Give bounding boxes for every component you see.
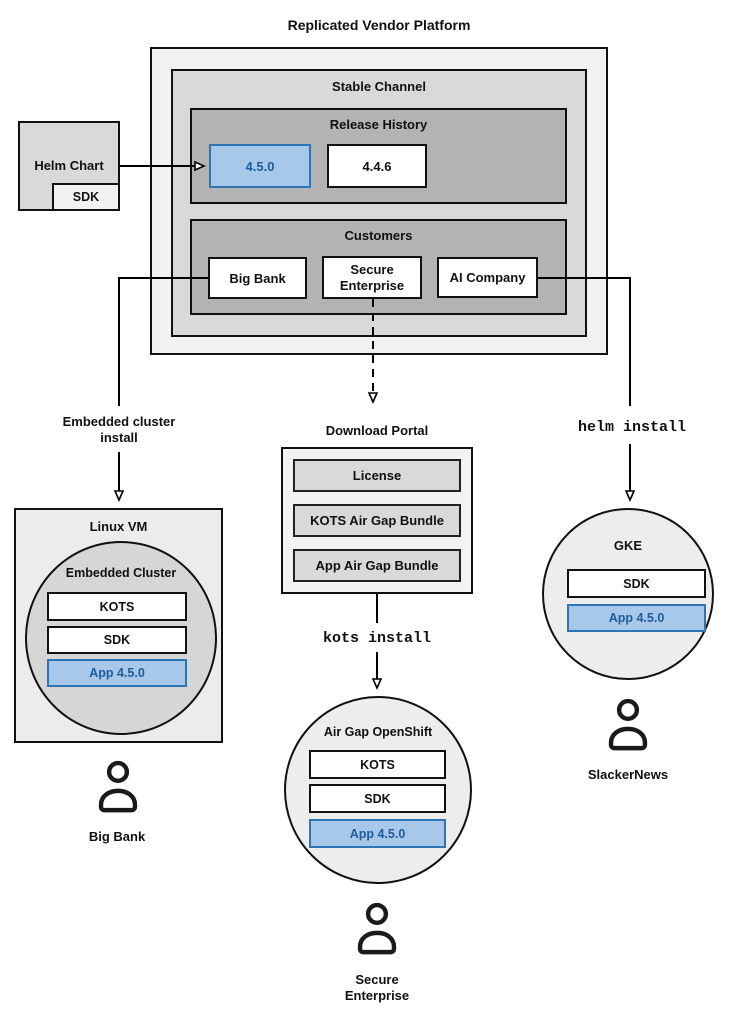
openshift-sdk-box: SDK xyxy=(309,784,446,813)
big-bank-user-label: Big Bank xyxy=(88,829,146,844)
secure-enterprise-user-icon xyxy=(357,902,397,955)
customer-big-bank: Big Bank xyxy=(208,257,307,299)
slackernews-user-label: SlackerNews xyxy=(587,767,669,782)
customer-secure-enterprise: Secure Enterprise xyxy=(322,256,422,299)
airgap-openshift-label: Air Gap OpenShift xyxy=(323,725,433,739)
big-bank-user-icon xyxy=(98,760,138,813)
portal-kots-bundle-box: KOTS Air Gap Bundle xyxy=(293,504,461,537)
stable-channel-label: Stable Channel xyxy=(332,79,426,94)
openshift-app-box: App 4.5.0 xyxy=(309,819,446,848)
gke-app-box: App 4.5.0 xyxy=(567,604,706,632)
openshift-kots-box: KOTS xyxy=(309,750,446,779)
embedded-kots-box: KOTS xyxy=(47,592,187,621)
gke-sdk-box: SDK xyxy=(567,569,706,598)
portal-license-box: License xyxy=(293,459,461,492)
embedded-sdk-box: SDK xyxy=(47,626,187,654)
gke-label: GKE xyxy=(613,538,643,553)
slackernews-user-icon xyxy=(608,698,648,751)
download-portal-label: Download Portal xyxy=(325,423,429,438)
kots-install-label: kots install xyxy=(322,630,432,647)
secure-enterprise-user-label: Secure Enterprise xyxy=(344,972,410,1003)
customer-ai-company: AI Company xyxy=(437,257,538,298)
release-history-label: Release History xyxy=(329,117,428,132)
customers-label: Customers xyxy=(344,228,413,243)
linux-vm-label: Linux VM xyxy=(89,519,148,534)
portal-app-bundle-box: App Air Gap Bundle xyxy=(293,549,461,582)
helm-chart-label: Helm Chart xyxy=(34,158,104,173)
embedded-cluster-label: Embedded Cluster xyxy=(65,566,177,580)
embedded-app-box: App 4.5.0 xyxy=(47,659,187,687)
helm-install-label: helm install xyxy=(577,419,687,436)
helm-chart-sdk-box: SDK xyxy=(52,183,120,211)
release-version-4-4-6: 4.4.6 xyxy=(327,144,427,188)
embedded-install-label: Embedded cluster install xyxy=(62,414,176,445)
release-version-4-5-0: 4.5.0 xyxy=(209,144,311,188)
diagram-title: Replicated Vendor Platform xyxy=(287,17,471,33)
